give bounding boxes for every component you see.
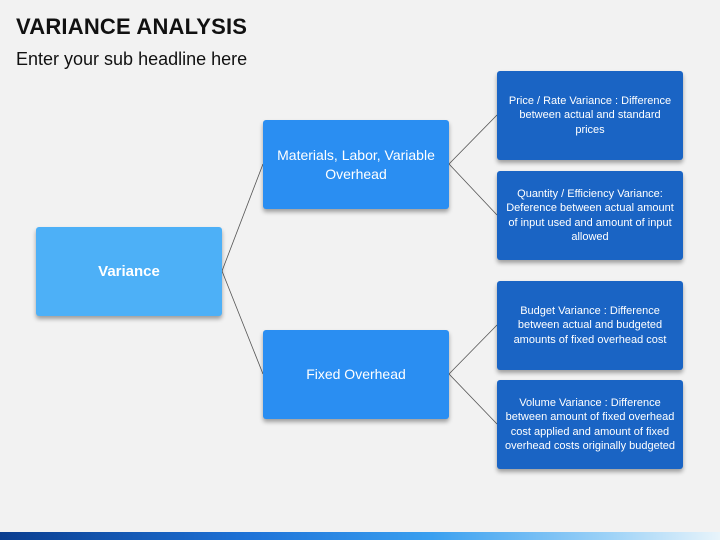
leaf-node-quantity-efficiency-variance: Quantity / Efficiency Variance: Deferenc… [497, 171, 683, 260]
slide-title: VARIANCE ANALYSIS [16, 14, 248, 39]
connector-branch-1-to-leaf-1 [448, 114, 498, 165]
leaf-node-label: Volume Variance : Difference between amo… [505, 396, 676, 453]
branch-node-fixed-overhead: Fixed Overhead [263, 330, 449, 419]
leaf-node-label: Price / Rate Variance : Difference betwe… [508, 94, 672, 136]
connector-branch-2-to-leaf-3 [448, 324, 498, 375]
branch-node-label: Materials, Labor, Variable Overhead [277, 146, 435, 182]
connector-branch-1-to-leaf-2 [448, 163, 498, 216]
branch-node-label: Fixed Overhead [306, 366, 406, 382]
leaf-node-volume-variance: Volume Variance : Difference between amo… [497, 380, 683, 469]
connector-root-to-branch-1 [221, 163, 264, 272]
root-node-label: Variance [98, 263, 160, 280]
leaf-node-label: Budget Variance : Difference between act… [513, 304, 667, 346]
leaf-node-label: Quantity / Efficiency Variance: Deferenc… [506, 187, 674, 244]
leaf-node-budget-variance: Budget Variance : Difference between act… [497, 281, 683, 370]
leaf-node-price-rate-variance: Price / Rate Variance : Difference betwe… [497, 71, 683, 160]
bottom-gradient-bar [0, 532, 720, 540]
connector-root-to-branch-2 [221, 270, 264, 375]
branch-node-materials-labor: Materials, Labor, Variable Overhead [263, 120, 449, 209]
root-node-variance: Variance [36, 227, 222, 316]
slide-subtitle: Enter your sub headline here [16, 49, 248, 69]
connector-branch-2-to-leaf-4 [448, 373, 498, 425]
